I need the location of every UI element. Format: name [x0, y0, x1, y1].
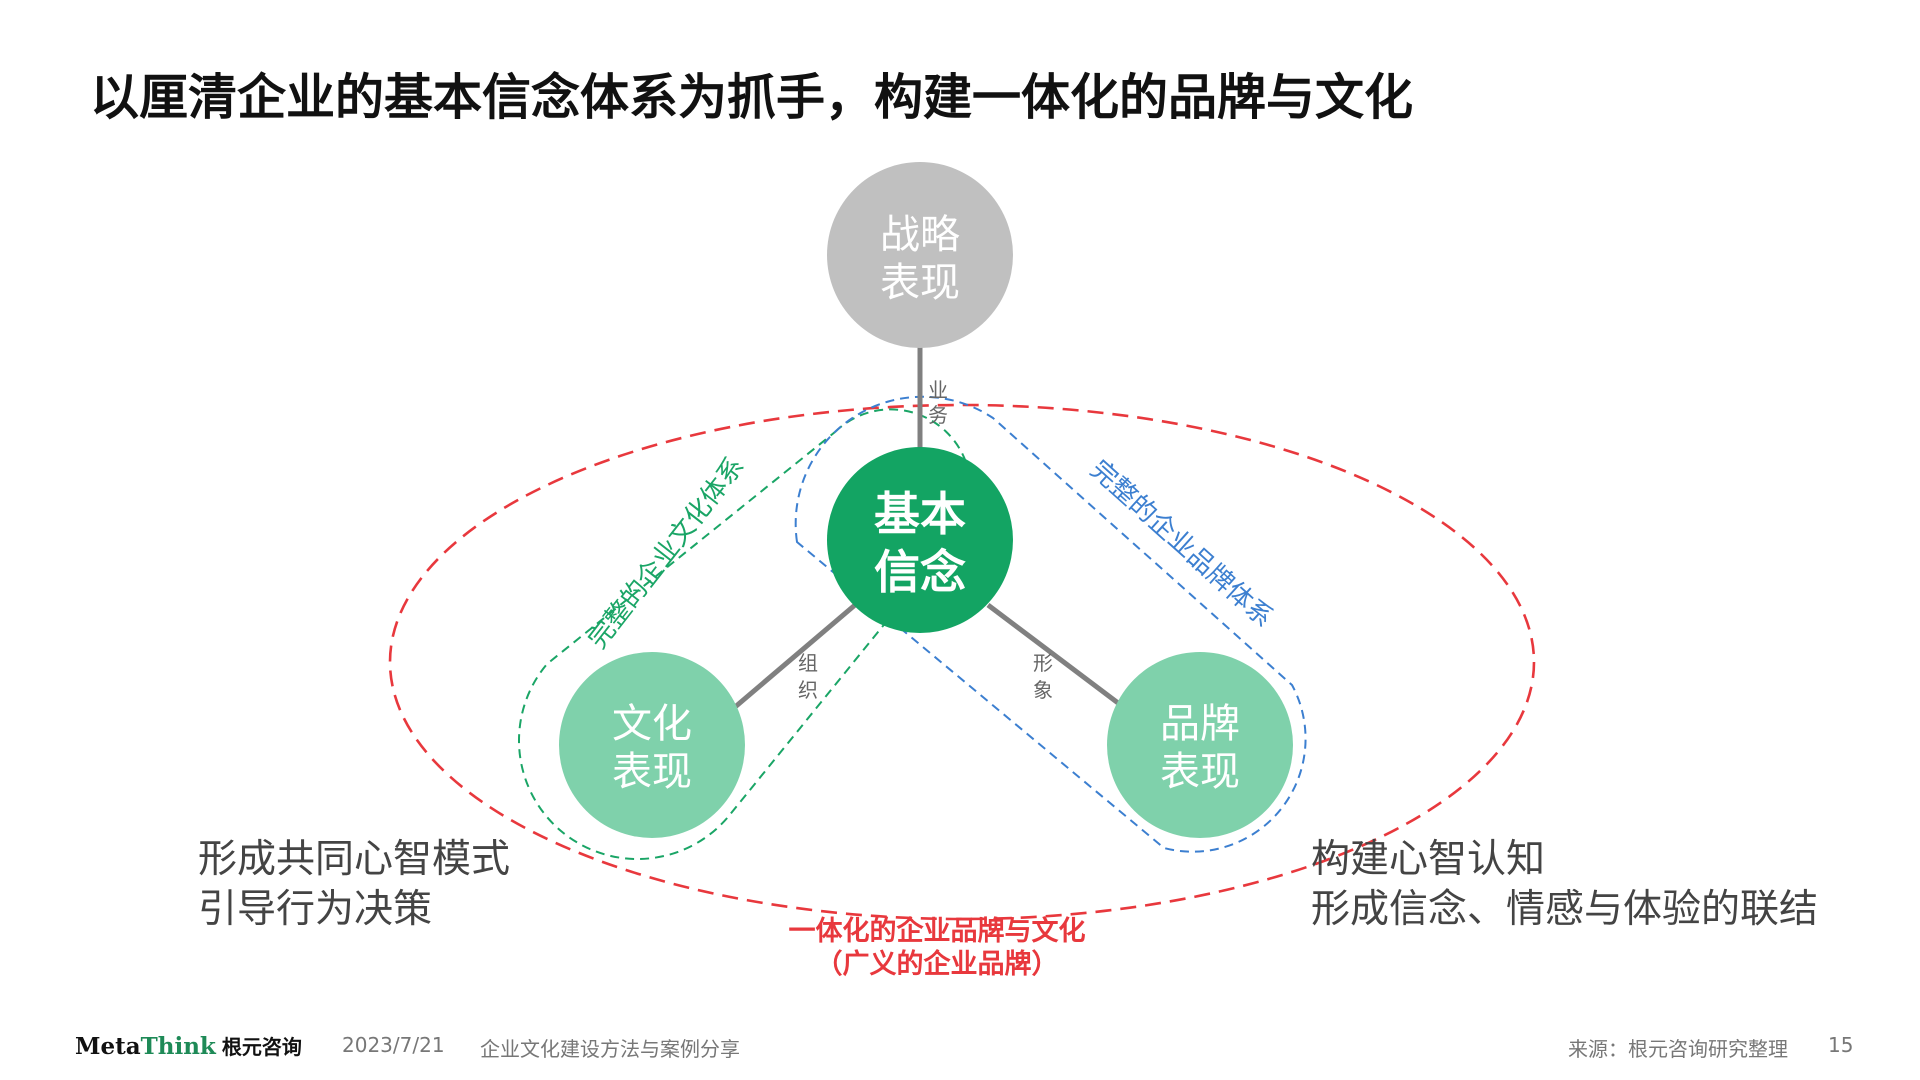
node-strategy — [827, 162, 1013, 348]
page-title: 以厘清企业的基本信念体系为抓手，构建一体化的品牌与文化 — [90, 69, 1414, 126]
culture-description: 形成共同心智模式 引导行为决策 — [198, 835, 510, 935]
logo-think: Think — [140, 1033, 216, 1060]
edge-business-char1: 业 — [928, 378, 948, 402]
edge-organization-char1: 组 — [798, 651, 818, 675]
integrated-label-line1: 一体化的企业品牌与文化 — [789, 915, 1086, 947]
brand-label-line1: 品牌 — [1160, 701, 1240, 747]
culture-label-line1: 文化 — [612, 701, 692, 747]
brand-description: 构建心智认知 形成信念、情感与体验的联结 — [1311, 835, 1818, 935]
logo-cn: 根元咨询 — [221, 1035, 302, 1059]
brand-system-label: 完整的企业品牌体系 — [1084, 455, 1278, 634]
core-label-line2: 信念 — [874, 545, 966, 599]
brand-description-line2: 形成信念、情感与体验的联结 — [1311, 887, 1819, 932]
brand-label-line2: 表现 — [1160, 749, 1240, 795]
integrated-ellipse — [388, 403, 1536, 921]
node-brand — [1107, 652, 1293, 838]
brand-description-line1: 构建心智认知 — [1311, 837, 1546, 882]
core-label-line1: 基本 — [874, 487, 966, 541]
edge-business-char2: 务 — [928, 403, 948, 427]
edge-image-char1: 形 — [1033, 651, 1053, 675]
footer-source: 来源：根元咨询研究整理 — [1568, 1037, 1788, 1061]
culture-system-label: 完整的企业文化体系 — [583, 452, 751, 655]
footer-date: 2023/7/21 — [342, 1033, 445, 1057]
culture-description-line1: 形成共同心智模式 — [198, 837, 511, 882]
footer-doc-title: 企业文化建设方法与案例分享 — [480, 1037, 740, 1061]
brand-system-outline — [794, 395, 1307, 853]
node-core-belief — [827, 447, 1013, 633]
edge-organization-char2: 织 — [798, 678, 818, 702]
culture-description-line2: 引导行为决策 — [198, 887, 433, 932]
page-number: 15 — [1828, 1033, 1854, 1057]
connector-organization — [726, 603, 857, 715]
integrated-label-line2: （广义的企业品牌） — [816, 948, 1059, 980]
connector-image — [986, 603, 1132, 714]
strategy-label-line1: 战略 — [880, 212, 960, 258]
strategy-label-line2: 表现 — [880, 260, 960, 306]
node-culture — [559, 652, 745, 838]
edge-image-char2: 象 — [1033, 678, 1053, 702]
logo-meta: Meta — [75, 1033, 141, 1060]
culture-label-line2: 表现 — [612, 749, 692, 795]
